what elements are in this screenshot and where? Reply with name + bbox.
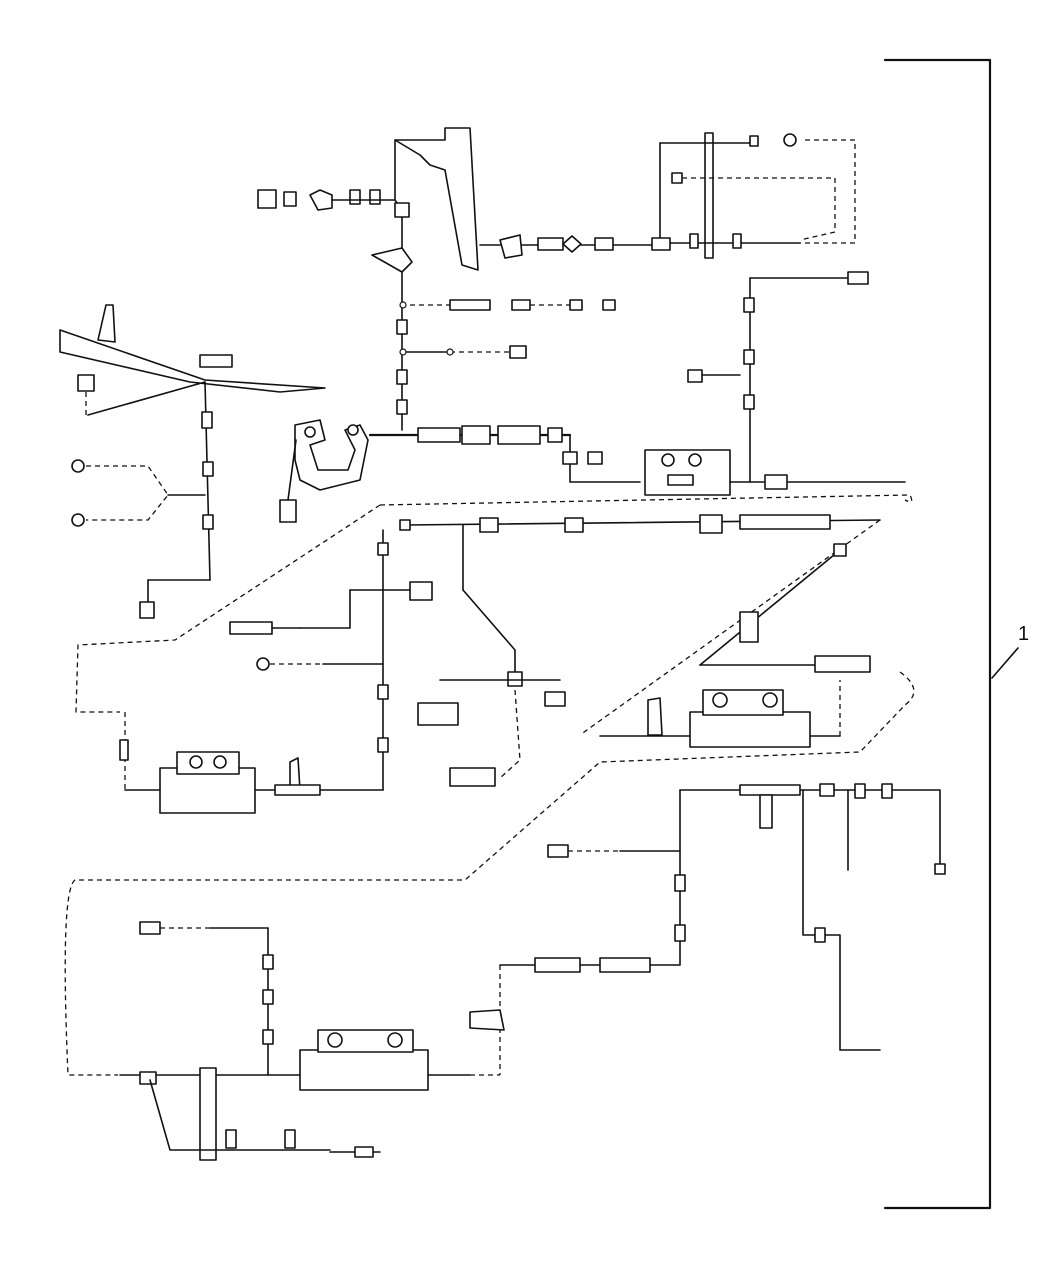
right-vertical-branch (687, 271, 869, 483)
top-right-circuit (479, 132, 856, 259)
left-panel-assembly (59, 304, 326, 619)
middle-harness (229, 514, 881, 791)
diagonal-panel-assembly (599, 543, 871, 748)
callout-label: 1 (1018, 623, 1029, 645)
center-connector-run (368, 425, 641, 483)
routing-boundary-lines (64, 494, 915, 1076)
block-component-middle-left (119, 712, 384, 814)
bottom-harness (119, 921, 651, 1161)
lower-right-trunk (547, 783, 946, 1051)
block-component-upper (644, 449, 906, 496)
center-trunk (371, 127, 616, 431)
harness-bracket (883, 58, 1019, 1210)
s-bend-harness (279, 419, 369, 523)
top-connector-cluster (257, 189, 396, 211)
